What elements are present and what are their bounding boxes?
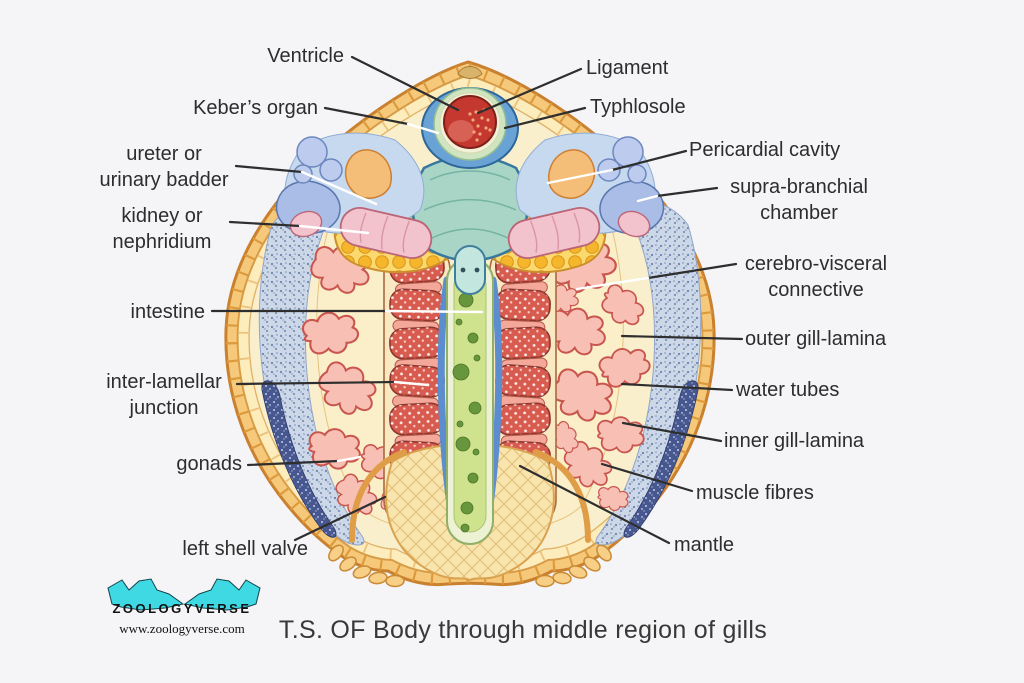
label-inner-gill-lamina: inner gill-lamina — [724, 430, 865, 452]
leader-line — [518, 464, 671, 545]
ligament-shape — [457, 66, 483, 79]
leader-line — [246, 459, 340, 467]
leader-line — [235, 380, 397, 386]
label-typhlosole: Typhlosole — [590, 96, 686, 118]
zoologyverse-logo-icon — [107, 578, 261, 611]
brand-name: ZOOLOGYVERSE — [112, 601, 252, 616]
label-left-shell-valve: left shell valve — [182, 538, 308, 560]
shell-valves — [224, 60, 716, 587]
leader-line — [646, 262, 738, 280]
label-gonads: gonads — [176, 453, 242, 475]
label-inter-lamellar: inter-lamellar junction — [106, 371, 222, 419]
label-kidney: kidney or nephridium — [112, 205, 212, 253]
label-water-tubes: water tubes — [736, 379, 840, 401]
intestine-contents — [452, 279, 482, 533]
leader-line — [620, 334, 744, 341]
leader-line — [350, 55, 460, 112]
leader-line — [610, 149, 688, 172]
label-mantle: mantle — [674, 534, 735, 556]
label-intestine: intestine — [130, 301, 206, 323]
leader-line — [323, 106, 410, 126]
label-muscle-fibres: muscle fibres — [696, 482, 814, 504]
leader-line — [228, 220, 302, 228]
leader-line — [293, 495, 387, 542]
leader-line — [655, 186, 719, 198]
label-ligament: Ligament — [586, 57, 669, 79]
leader-line — [476, 67, 583, 115]
leader-lines-inner — [298, 122, 659, 463]
leader-lines — [210, 55, 744, 545]
label-cerebro-visceral: cerebro-visceral connective — [744, 253, 888, 301]
leader-line — [234, 164, 304, 174]
ventricle-speckles — [468, 108, 492, 142]
leader-line — [621, 421, 723, 443]
label-ventricle: Ventricle — [267, 45, 344, 67]
brand-website: www.zoologyverse.com — [119, 621, 245, 636]
leader-line — [620, 382, 734, 392]
label-outer-gill-lamina: outer gill-lamina — [745, 328, 887, 350]
figure-title: T.S. OF Body through middle region of gi… — [278, 616, 768, 644]
leader-line — [600, 462, 694, 493]
leader-line — [503, 106, 587, 130]
label-supra-branchial: supra-branchial chamber — [730, 176, 868, 224]
label-ureter: ureter or urinary badder — [99, 143, 229, 191]
label-pericardial-cavity: Pericardial cavity — [689, 139, 841, 161]
intestine-column — [437, 257, 503, 545]
label-kebers-organ: Keber’s organ — [193, 97, 318, 119]
